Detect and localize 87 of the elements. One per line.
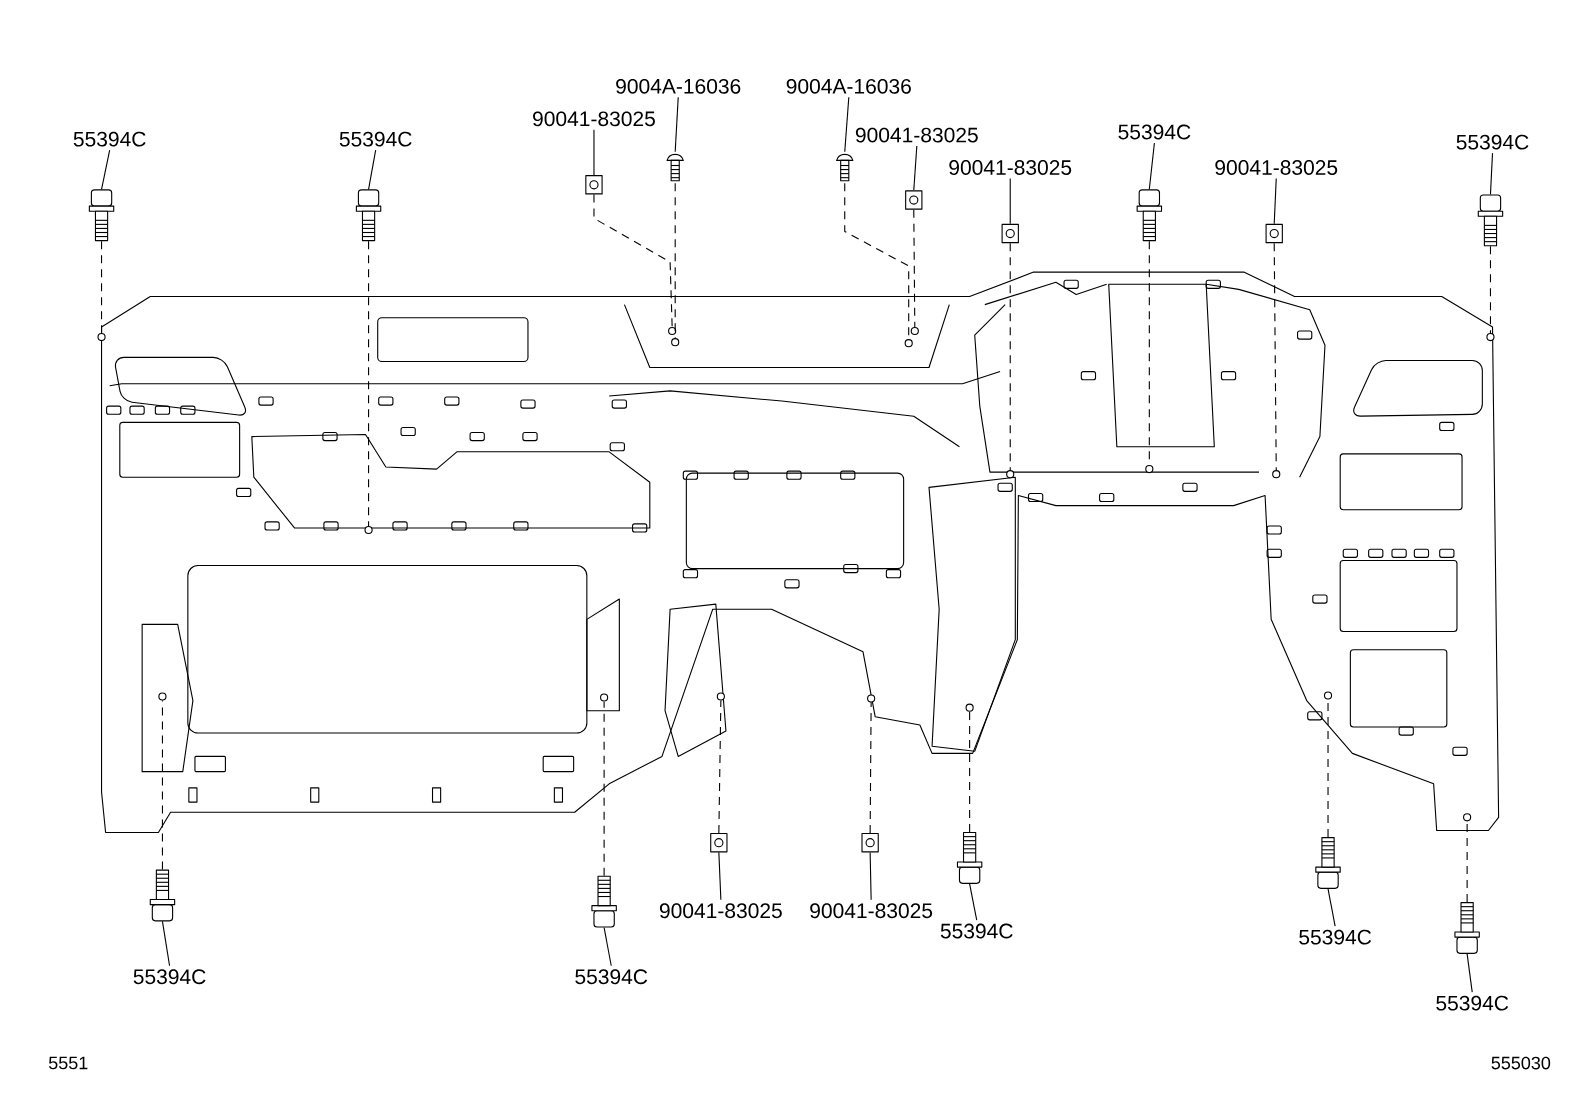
part-number: 55394C	[133, 969, 206, 985]
leader-line	[718, 852, 722, 901]
leader-line	[969, 883, 978, 921]
mounting-hole	[1463, 813, 1472, 822]
part-number: 55394C	[940, 923, 1013, 939]
part-number: 90041-83025	[949, 160, 1072, 176]
clip-icon	[905, 190, 923, 210]
part-number: 55394C	[339, 131, 412, 147]
bolt-icon	[355, 189, 382, 242]
dashed-leader-line	[1148, 240, 1150, 466]
mounting-hole	[158, 692, 167, 701]
leader-line	[593, 129, 595, 176]
part-number: 90041-83025	[1215, 160, 1338, 176]
part-number: 9004A-16036	[616, 79, 741, 94]
part-number: 90041-83025	[533, 111, 655, 127]
leader-line	[869, 852, 872, 901]
part-number: 90041-83025	[810, 903, 933, 919]
leader-line	[368, 149, 377, 191]
bolt-icon	[1477, 194, 1504, 247]
dashed-leader-line	[844, 183, 910, 340]
screw-icon	[836, 154, 854, 182]
mounting-hole	[97, 333, 106, 342]
page-code: 555030	[1491, 1056, 1551, 1070]
leader-line	[603, 927, 612, 967]
part-number: 55394C	[1299, 929, 1372, 945]
part-number: 55394C	[575, 969, 648, 985]
part-number: 9004A-16036	[786, 79, 911, 94]
leader-line	[1273, 178, 1277, 225]
bolt-icon	[1454, 902, 1480, 955]
part-number: 55394C	[1118, 124, 1191, 140]
dashed-leader-line	[603, 701, 605, 877]
bolt-icon	[956, 832, 983, 885]
part-number: 55394C	[73, 131, 146, 147]
leader-line	[1327, 888, 1336, 927]
leader-line	[913, 145, 918, 192]
clip-icon	[1265, 224, 1283, 244]
clip-icon	[585, 175, 603, 195]
mounting-hole	[1006, 470, 1015, 479]
clip-icon	[861, 833, 879, 853]
leader-line	[674, 96, 679, 153]
mounting-hole	[1145, 465, 1154, 474]
screw-icon	[666, 154, 684, 182]
leader-line	[1148, 142, 1155, 191]
mounting-hole	[867, 694, 876, 703]
dashed-leader-line	[869, 702, 872, 834]
leader-line	[1009, 178, 1011, 225]
dashboard-drawing	[101, 271, 1500, 834]
dashed-leader-line	[101, 240, 103, 334]
bolt-icon	[1315, 837, 1341, 890]
clip-icon	[710, 833, 728, 853]
dashed-leader-line	[1327, 699, 1329, 838]
leader-line	[1489, 152, 1494, 196]
mounting-hole	[965, 703, 974, 712]
mounting-hole	[671, 338, 680, 347]
dashed-leader-line	[1489, 245, 1491, 334]
mounting-hole	[910, 327, 919, 336]
mounting-hole	[600, 693, 609, 702]
dashed-leader-line	[593, 194, 673, 328]
page-code: 5551	[48, 1056, 88, 1070]
dashed-leader-line	[1009, 242, 1011, 471]
mounting-hole	[904, 339, 913, 348]
clip-icon	[1001, 224, 1019, 244]
mounting-hole	[364, 526, 373, 535]
part-number: 55394C	[1456, 134, 1529, 150]
leader-line	[1466, 953, 1473, 993]
dashed-leader-line	[1466, 821, 1468, 903]
mounting-hole	[1486, 333, 1495, 342]
dashed-leader-line	[913, 209, 916, 328]
leader-line	[101, 149, 111, 191]
part-number: 90041-83025	[855, 127, 978, 143]
bolt-icon	[88, 189, 115, 242]
mounting-hole	[1272, 470, 1281, 479]
part-number: 90041-83025	[659, 903, 782, 919]
bolt-icon	[591, 875, 617, 928]
bolt-icon	[1136, 189, 1163, 242]
mounting-hole	[1323, 691, 1333, 700]
part-number: 55394C	[1436, 995, 1509, 1011]
mounting-hole	[668, 327, 677, 336]
dashed-leader-line	[161, 700, 163, 871]
dashed-leader-line	[969, 711, 971, 833]
dashed-leader-line	[368, 240, 370, 527]
dashed-leader-line	[1273, 242, 1277, 471]
bolt-icon	[149, 869, 176, 922]
leader-line	[844, 96, 850, 153]
mounting-hole	[716, 692, 725, 701]
dashed-leader-line	[674, 183, 676, 339]
leader-line	[161, 921, 171, 967]
